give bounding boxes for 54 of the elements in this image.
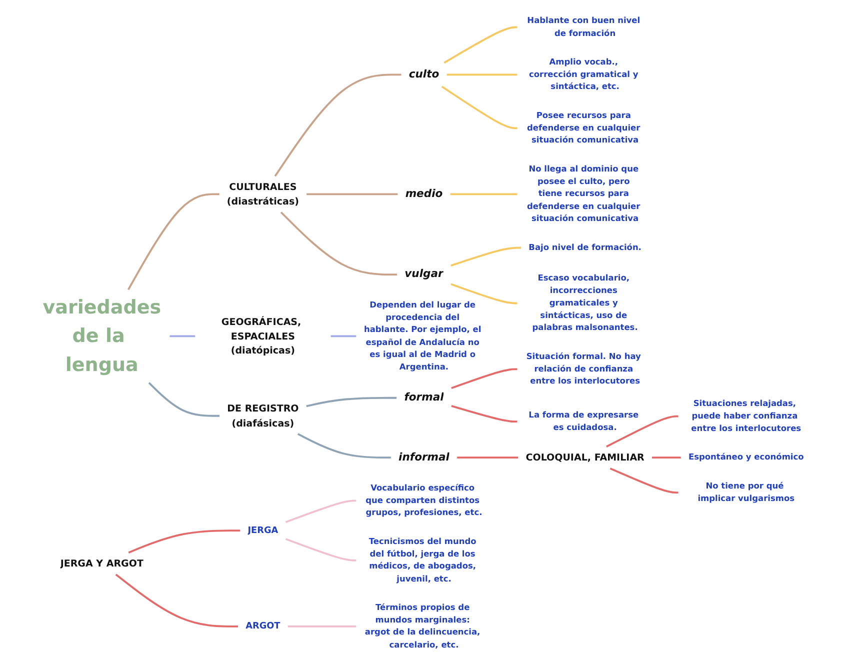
node-text: Situación formal. No hay relación de confianza entre los interlocutores [526, 352, 641, 386]
connector [444, 26, 518, 64]
node-text: No tiene por qué implicar vulgarismos [698, 482, 795, 504]
node-text: Dependen del lugar de procedencia del hablante. Por ejemplo, el español de Andalucía no es igual al de Madrid o Argentina. [364, 300, 482, 372]
connector [128, 530, 240, 554]
node-text: COLOQUIAL, FAMILIAR [526, 452, 644, 464]
connector [450, 246, 522, 266]
connector [330, 335, 356, 338]
node-text: DE REGISTRO (diafásicas) [227, 402, 299, 429]
connector [306, 396, 397, 408]
connector [451, 368, 518, 389]
node-text: Situaciones relajadas, puede haber confianza entre los interlocutores [691, 399, 802, 434]
connector [288, 625, 356, 628]
node-text: Espontáneo y económico [688, 452, 804, 462]
node-text: Vocabulario específico que comparten distintos grupos, profesiones, etc. [366, 483, 482, 518]
connector [297, 433, 391, 458]
connector [450, 193, 518, 196]
node-text: formal [404, 391, 444, 404]
connector [148, 382, 220, 417]
node-text: vulgar [404, 268, 444, 280]
connector [170, 335, 196, 338]
node-text: CULTURALES (diastráticas) [226, 181, 299, 207]
node-text: Términos propios de mundos marginales: argot de la delincuencia, carcelario, etc. [364, 602, 480, 650]
connector [451, 405, 518, 423]
node-text: GEOGRÁFICAS, ESPACIALES (diatópicas) [221, 316, 302, 356]
connector [441, 86, 518, 130]
connector [446, 74, 518, 76]
node-text: JERGA Y ARGOT [60, 558, 144, 570]
node-text: ARGOT [246, 621, 280, 632]
connector [606, 415, 678, 448]
node-text: informal [398, 450, 450, 464]
connector [450, 283, 518, 304]
node-text: variedades de la lengua [42, 296, 162, 376]
node-text: Bajo nivel de formación. [528, 242, 642, 252]
connector [610, 468, 678, 494]
node-text: culto [408, 68, 440, 81]
connector [306, 193, 398, 196]
node-text: Hablante con buen nivel de formación [527, 16, 640, 38]
node-text: Tecnicismos del mundo del fútbol, jerga de los médicos, de abogados, juvenil, etc. [368, 536, 476, 584]
connector [280, 212, 398, 276]
connector [285, 500, 356, 523]
connector [285, 538, 356, 562]
node-text: La forma de expresarse es cuidadosa. [528, 410, 639, 432]
node-text: No llega al dominio que posee el culto, pero tiene recursos para defenderse en cualquier situación comunicativa [527, 164, 640, 224]
node-text: Amplio vocab., corrección gramatical y sintáctica, etc. [529, 57, 638, 92]
node-text: Escaso vocabulario, incorrecciones gramaticales y sintácticas, uso de palabras malsonantes. [532, 274, 638, 333]
connector [274, 74, 402, 177]
node-text: medio [405, 187, 443, 200]
node-text: JERGA [248, 525, 278, 536]
node-text: Posee recursos para defenderse en cualquier situación comunicativa [527, 110, 640, 146]
connector [457, 456, 518, 458]
connector [652, 456, 681, 458]
connector [127, 193, 220, 290]
connector [115, 574, 238, 628]
